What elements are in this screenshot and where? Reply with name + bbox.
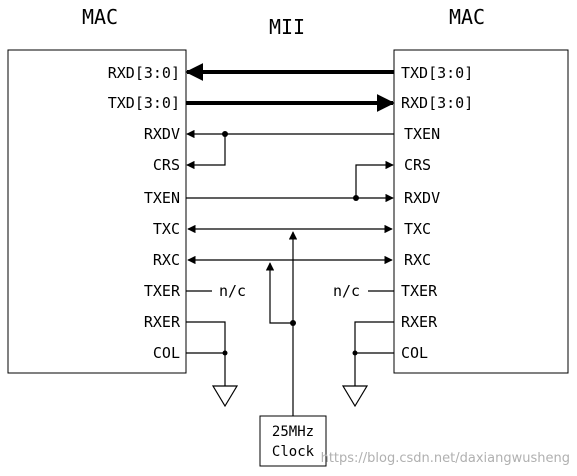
right-pin-txd: TXD[3:0] <box>401 64 473 82</box>
left-pin-crs: CRS <box>153 156 180 174</box>
right-pin-txen: TXEN <box>404 125 440 143</box>
junction-dot <box>353 195 359 201</box>
left-pin-rxdv: RXDV <box>144 125 180 143</box>
left-mac-title: MAC <box>82 5 118 29</box>
right-ground-icon <box>341 385 369 408</box>
left-pin-labels: RXD[3:0] TXD[3:0] RXDV CRS TXEN TXC RXC … <box>108 64 181 362</box>
left-pin-col: COL <box>153 344 180 362</box>
right-pin-rxdv: RXDV <box>404 189 440 207</box>
left-rxer-ground-line <box>186 321 226 386</box>
right-pin-rxc: RXC <box>404 251 431 269</box>
left-pin-txen: TXEN <box>144 189 180 207</box>
left-pin-rxer: RXER <box>144 313 181 331</box>
left-pin-txer: TXER <box>144 282 181 300</box>
right-mac-title: MAC <box>449 5 485 29</box>
right-pin-col: COL <box>401 344 428 362</box>
left-pin-txd: TXD[3:0] <box>108 94 180 112</box>
left-mac-block <box>7 49 187 374</box>
txen-to-right-crs-line <box>355 160 394 198</box>
left-ground-icon <box>211 385 239 408</box>
right-rxer-ground-line <box>354 321 394 386</box>
right-pin-labels: TXD[3:0] RXD[3:0] TXEN CRS RXDV TXC RXC … <box>401 64 473 362</box>
txen-to-left-crs-line <box>186 134 226 170</box>
clock-label-frequency: 25MHz <box>272 424 314 440</box>
right-pin-txer: TXER <box>401 282 438 300</box>
junction-dot <box>290 320 296 326</box>
clock-to-rxc-line <box>265 262 293 324</box>
right-pin-rxd: RXD[3:0] <box>401 94 473 112</box>
clock-label-text: Clock <box>272 444 315 460</box>
clock-source-box <box>259 415 327 467</box>
watermark-text: https://blog.csdn.net/daxiangwusheng <box>321 451 570 466</box>
left-nc-label: n/c <box>219 282 246 300</box>
right-pin-rxer: RXER <box>401 313 438 331</box>
right-nc-label: n/c <box>333 282 360 300</box>
left-pin-rxd: RXD[3:0] <box>108 64 180 82</box>
mii-title: MII <box>269 15 305 39</box>
junction-dot <box>352 350 358 356</box>
right-pin-crs: CRS <box>404 156 431 174</box>
junction-dot <box>222 131 228 137</box>
left-pin-txc: TXC <box>153 220 180 238</box>
junction-dot <box>222 350 228 356</box>
right-pin-txc: TXC <box>404 220 431 238</box>
right-mac-block <box>393 49 569 374</box>
left-pin-rxc: RXC <box>153 251 180 269</box>
